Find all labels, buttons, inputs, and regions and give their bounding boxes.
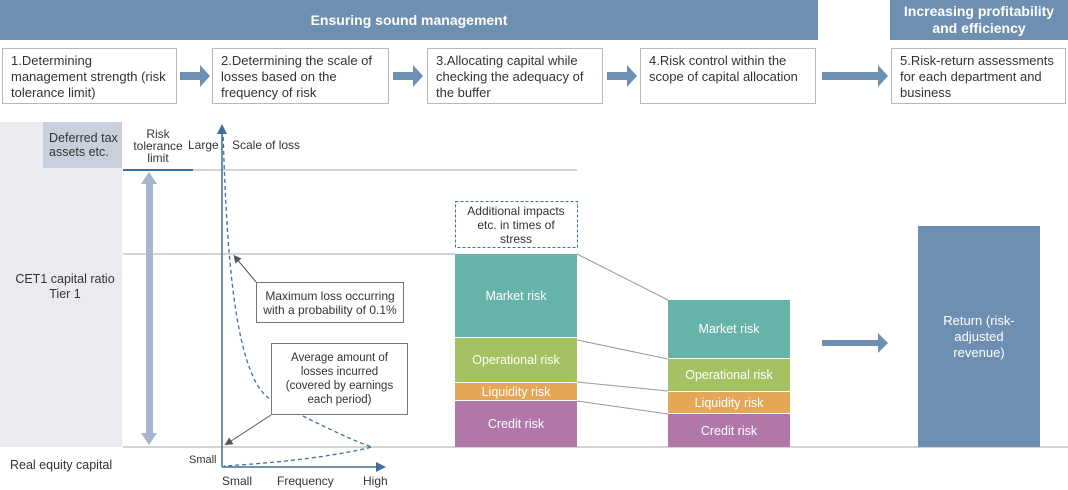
liquidity-risk: Liquidity risk — [668, 392, 790, 413]
step-5: 5.Risk-return assessments for each depar… — [891, 48, 1066, 104]
stress-liquidity-risk: Liquidity risk — [455, 383, 577, 400]
operational-risk: Operational risk — [668, 359, 790, 391]
step-3: 3.Allocating capital while checking the … — [427, 48, 603, 104]
credit-risk: Credit risk — [668, 414, 790, 447]
header-sound-management: Ensuring sound management — [0, 0, 818, 40]
header-profitability: Increasing profitability and efficiency — [890, 0, 1068, 40]
real-equity-label: Real equity capital — [10, 458, 113, 472]
axis-small-x-label: Small — [222, 474, 253, 488]
cet1-label: CET1 capital ratio Tier 1 — [15, 272, 115, 301]
stress-market-risk: Market risk — [455, 254, 577, 337]
step-2: 2.Determining the scale of losses based … — [212, 48, 389, 104]
stress-box: Additional impacts etc. in times of stre… — [467, 204, 565, 246]
step-1: 1.Determining management strength (risk … — [2, 48, 177, 104]
capital-panel — [0, 122, 122, 447]
risk-tolerance-label: Risk tolerance limit — [133, 127, 183, 165]
average-loss-callout: Average amount of losses incurred (cover… — [271, 343, 408, 415]
step-4: 4.Risk control within the scope of capit… — [640, 48, 816, 104]
axis-high-label: High — [363, 474, 388, 488]
axis-scale-of-loss-label: Scale of loss — [232, 138, 301, 152]
stress-credit-risk: Credit risk — [455, 401, 577, 447]
deferred-tax-box: Deferred tax assets etc. — [43, 122, 122, 168]
axis-large-label: Large — [188, 138, 219, 152]
step-arrows — [180, 65, 888, 353]
axis-small-y-label: Small — [189, 454, 217, 466]
stress-operational-risk: Operational risk — [455, 338, 577, 382]
axis-frequency-label: Frequency — [277, 474, 334, 488]
market-risk: Market risk — [668, 300, 790, 358]
return-box: Return (risk-adjusted revenue) — [918, 226, 1040, 447]
max-loss-callout: Maximum loss occurring with a probabilit… — [256, 282, 404, 323]
